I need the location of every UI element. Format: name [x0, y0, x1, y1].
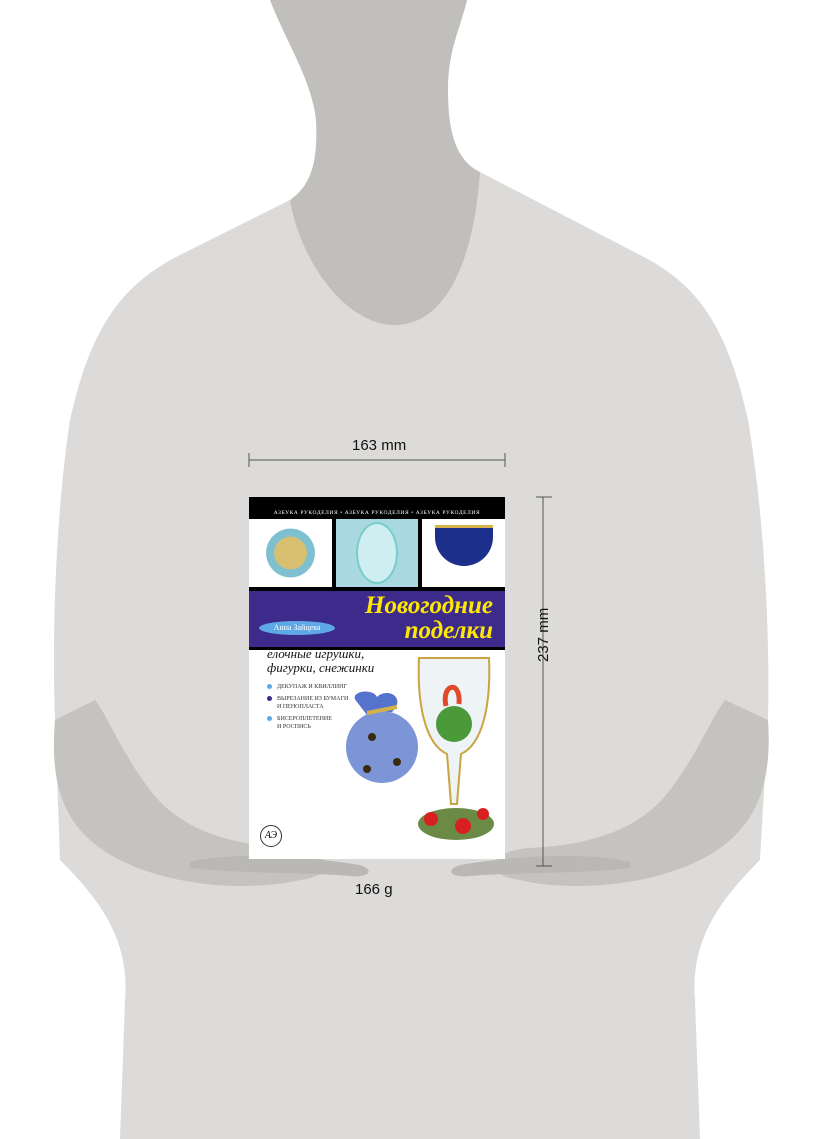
- blue-ornament-image: [346, 691, 418, 783]
- beaded-ornament-photo: [249, 519, 332, 587]
- wine-glass-image: [417, 657, 494, 840]
- weight-label: 166 g: [355, 881, 393, 898]
- book-subtitle: елочные игрушки,фигурки, снежинки: [267, 646, 375, 675]
- neck: [270, 0, 480, 325]
- topic-item: ДЕКУПАЖ И КВИЛЛИНГ: [267, 683, 348, 691]
- author-badge: Анна Зайцева: [259, 621, 335, 635]
- left-arm: [53, 700, 326, 886]
- right-arm: [494, 700, 769, 886]
- cover-photos: [249, 519, 505, 591]
- book-cover: АЗБУКА РУКОДЕЛИЯ • АЗБУКА РУКОДЕЛИЯ • АЗ…: [249, 497, 505, 859]
- height-dimension-line: [536, 496, 552, 867]
- left-hand: [190, 855, 369, 877]
- width-dimension-line: [248, 453, 506, 467]
- snowman-card-photo: [335, 519, 419, 587]
- painted-bowl-photo: [422, 519, 505, 587]
- height-label: 237 mm: [535, 607, 552, 662]
- width-label: 163 mm: [352, 437, 407, 454]
- publisher-logo: АЭ: [260, 825, 282, 847]
- series-strip: АЗБУКА РУКОДЕЛИЯ • АЗБУКА РУКОДЕЛИЯ • АЗ…: [249, 497, 505, 519]
